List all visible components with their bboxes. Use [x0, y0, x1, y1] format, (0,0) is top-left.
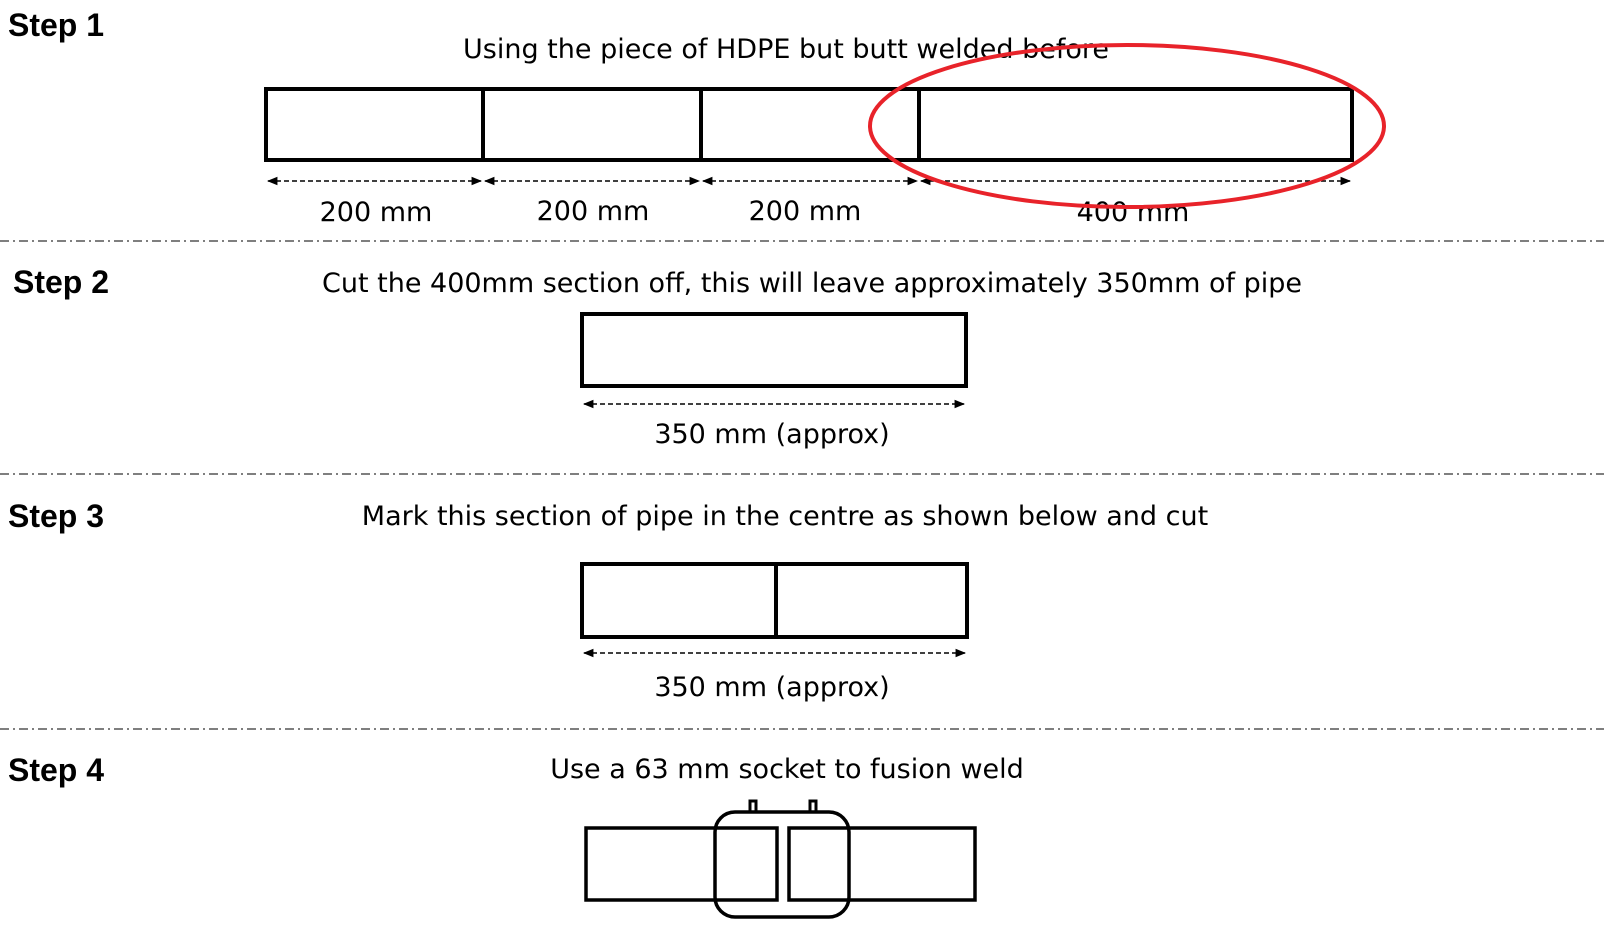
step-3-dimension-label: 350 mm (approx): [654, 672, 889, 703]
socket-terminal-right: [808, 799, 818, 812]
socket-assembly: [584, 799, 977, 919]
dimension-label-3: 200 mm: [749, 196, 862, 227]
dimension-label-1: 200 mm: [320, 197, 433, 228]
step-1-section: Step 1 Using the piece of HDPE but butt …: [8, 7, 1386, 228]
socket-fitting: [713, 810, 851, 919]
step-1-pipe: [264, 87, 1354, 162]
step-3-label: Step 3: [8, 498, 104, 534]
dimension-label-2: 200 mm: [537, 196, 650, 227]
step-3-caption: Mark this section of pipe in the centre …: [362, 501, 1208, 532]
step-4-label: Step 4: [8, 752, 104, 788]
step-4-caption: Use a 63 mm socket to fusion weld: [550, 754, 1024, 785]
socket-terminal-left: [748, 799, 758, 812]
highlight-ellipse: [868, 43, 1386, 209]
dimension-label-4: 400 mm: [1077, 197, 1190, 228]
left-pipe-section: [584, 826, 779, 902]
step-1-caption: Using the piece of HDPE but butt welded …: [463, 34, 1109, 65]
step-2-caption: Cut the 400mm section off, this will lea…: [322, 268, 1302, 299]
step-2-label: Step 2: [13, 264, 109, 300]
step-2-pipe: [580, 312, 968, 388]
pipe-body: [264, 87, 1354, 162]
step-2-dimension-label: 350 mm (approx): [654, 419, 889, 450]
step-2-section: Step 2 Cut the 400mm section off, this w…: [13, 264, 1302, 450]
step-3-section: Step 3 Mark this section of pipe in the …: [8, 498, 1208, 703]
step-4-section: Step 4 Use a 63 mm socket to fusion weld: [8, 752, 1024, 919]
right-pipe-section: [787, 826, 977, 902]
step-1-label: Step 1: [8, 7, 104, 43]
